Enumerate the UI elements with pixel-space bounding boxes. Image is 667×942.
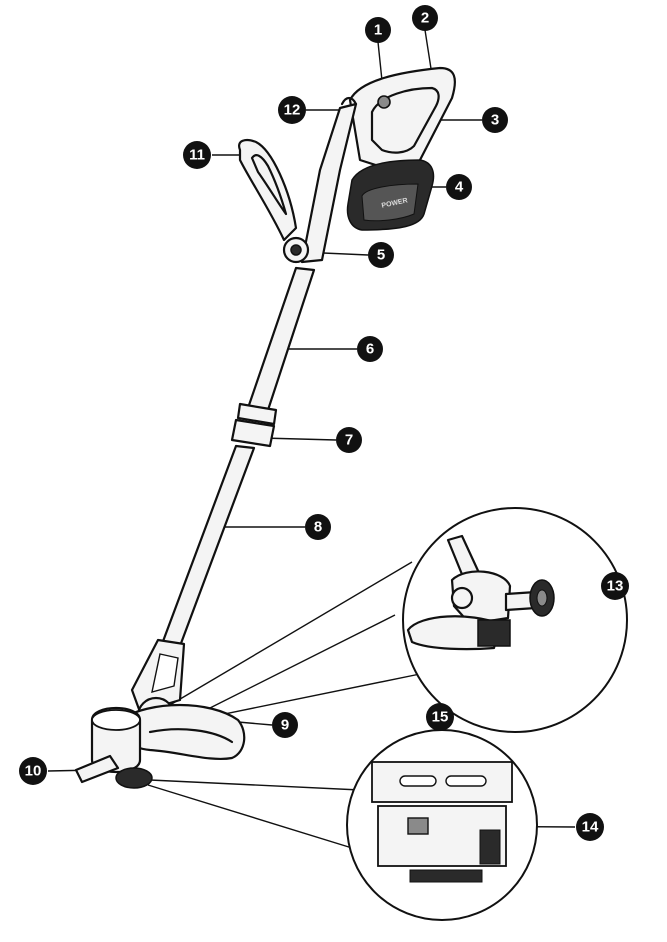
svg-text:5: 5 <box>377 247 385 264</box>
svg-text:14: 14 <box>582 819 599 836</box>
spool-cap <box>115 767 153 789</box>
detail-ribs <box>479 829 501 865</box>
svg-text:15: 15 <box>432 709 449 726</box>
svg-text:3: 3 <box>491 112 499 129</box>
upper-shaft <box>246 266 316 412</box>
callout-13: 13 <box>601 572 629 600</box>
leader-2 <box>424 29 433 76</box>
callout-14: 14 <box>576 813 604 841</box>
svg-text:9: 9 <box>281 717 289 734</box>
svg-text:7: 7 <box>345 432 353 449</box>
callout-5: 5 <box>368 242 394 268</box>
callout-7: 7 <box>336 427 362 453</box>
callout-3: 3 <box>482 107 508 133</box>
callout-2: 2 <box>412 5 438 31</box>
edge-wheel-hub <box>536 589 548 607</box>
svg-text:6: 6 <box>366 341 374 358</box>
trigger <box>340 96 358 106</box>
svg-text:10: 10 <box>25 763 42 780</box>
zoom-line-bot-b <box>147 784 366 853</box>
zoom-line-bot-a <box>149 779 361 791</box>
rear-handle <box>348 66 456 171</box>
zoom-detail-top <box>402 507 628 733</box>
callout-4: 4 <box>446 174 472 200</box>
height-collar <box>236 402 278 426</box>
spool-top <box>91 709 141 731</box>
leader-7 <box>261 437 337 441</box>
motor-housing-panel <box>151 653 179 693</box>
spool-release-button <box>407 817 429 835</box>
svg-text:1: 1 <box>374 22 382 39</box>
detail-spool-base <box>409 869 483 883</box>
callout-9: 9 <box>272 712 298 738</box>
assist-handle-opening <box>250 154 288 216</box>
svg-text:4: 4 <box>455 179 464 196</box>
lower-shaft <box>160 444 256 648</box>
callout-15: 15 <box>426 703 454 731</box>
detail-vent-1 <box>399 775 437 787</box>
svg-text:8: 8 <box>314 519 322 536</box>
zoom-line-top-a <box>201 614 396 713</box>
callout-6: 6 <box>357 336 383 362</box>
svg-text:2: 2 <box>421 10 429 27</box>
callout-1: 1 <box>365 17 391 43</box>
zoom-line-top-c <box>169 561 413 706</box>
trimmer-illustration: POWER <box>74 66 456 789</box>
detail-spool <box>477 619 511 647</box>
handle-body <box>300 102 358 264</box>
callout-12: 12 <box>278 96 306 124</box>
lock-off-button <box>377 95 391 109</box>
svg-text:11: 11 <box>189 147 205 164</box>
detail-housing-top <box>371 761 513 803</box>
callout-11: 11 <box>183 141 211 169</box>
zoom-detail-bottom <box>346 729 538 921</box>
detail-knob <box>450 586 474 610</box>
svg-text:13: 13 <box>607 578 624 595</box>
zoom-line-top-b <box>204 673 421 719</box>
svg-text:12: 12 <box>284 102 301 119</box>
detail-vent-2 <box>445 775 487 787</box>
rear-handle-opening <box>370 86 440 154</box>
callout-10: 10 <box>19 757 47 785</box>
height-collar-lower <box>230 418 276 448</box>
callout-8: 8 <box>305 514 331 540</box>
callouts: 1 2 3 4 5 6 7 8 9 10 11 12 13 14 15 <box>19 5 629 841</box>
edge-guide <box>74 754 120 784</box>
battery-label-area <box>361 183 419 222</box>
guard-inner <box>148 728 234 744</box>
assist-handle <box>238 139 298 242</box>
pivot-knob-center <box>290 244 302 256</box>
